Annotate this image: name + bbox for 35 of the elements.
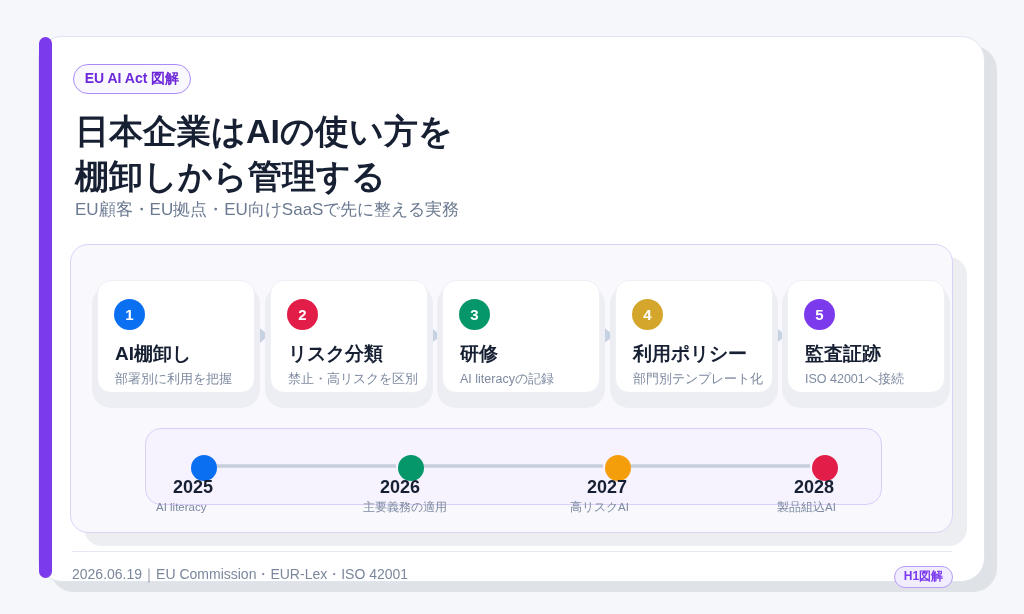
step-title: リスク分類 — [288, 342, 383, 366]
step-number: 4 — [632, 299, 663, 330]
year-label: 2025 — [173, 476, 214, 498]
tag-pill: EU AI Act 図解 — [73, 64, 191, 94]
step-title: 研修 — [460, 342, 498, 366]
timeline-dot — [398, 455, 424, 481]
step-number: 3 — [459, 299, 490, 330]
timeline-line — [422, 464, 603, 468]
step-title: 利用ポリシー — [633, 342, 747, 366]
timeline-dot — [191, 455, 217, 481]
milestone-label: 製品組込AI — [777, 500, 836, 514]
subtitle: EU顧客・EU拠点・EU向けSaaSで先に整える実務 — [75, 199, 460, 221]
timeline-dot — [812, 455, 838, 481]
milestone-label: AI literacy — [156, 500, 207, 514]
timeline-line — [629, 464, 810, 468]
step-description: 部門別テンプレート化 — [633, 371, 763, 387]
milestone-label: 高リスクAI — [570, 500, 629, 514]
step-number: 1 — [114, 299, 145, 330]
year-label: 2027 — [587, 476, 628, 498]
tag-pill: H1図解 — [894, 566, 953, 588]
step-description: 部署別に利用を把握 — [115, 371, 232, 387]
footer-note: 2026.06.19｜EU Commission・EUR-Lex・ISO 42001 — [72, 565, 409, 583]
year-label: 2028 — [794, 476, 835, 498]
title: 日本企業はAIの使い方を棚卸しから管理する — [75, 111, 454, 197]
step-description: ISO 42001へ接続 — [805, 371, 904, 387]
year-label: 2026 — [380, 476, 421, 498]
timeline-dot — [605, 455, 631, 481]
step-description: AI literacyの記録 — [460, 371, 554, 387]
step-title: AI棚卸し — [115, 342, 191, 366]
step-description: 禁止・高リスクを区別 — [288, 371, 418, 387]
timeline-line — [215, 464, 396, 468]
step-title: 監査証跡 — [805, 342, 881, 366]
milestone-label: 主要義務の適用 — [363, 500, 447, 514]
step-number: 5 — [804, 299, 835, 330]
step-number: 2 — [287, 299, 318, 330]
